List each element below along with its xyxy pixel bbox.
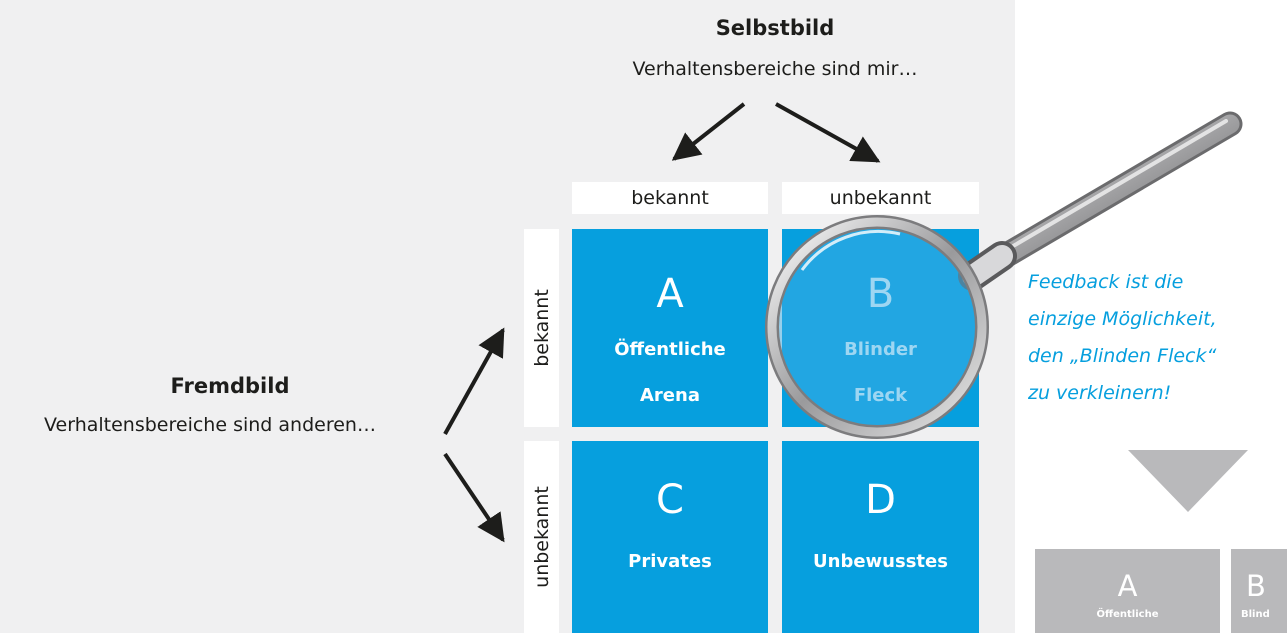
arrow-other-to-unknown: [443, 452, 505, 543]
feedback-line-1: Feedback ist die: [1028, 271, 1184, 293]
mini-quadrant-b-label: Blind: [1241, 609, 1270, 620]
quadrant-c-letter: C: [656, 477, 684, 523]
quadrant-c-label: Privates: [628, 551, 712, 572]
row-header-known: bekannt: [524, 229, 559, 427]
mini-quadrant-b: B Blind: [1231, 549, 1287, 633]
mini-quadrant-a-letter: A: [1117, 569, 1138, 603]
feedback-note: Feedback ist die einzige Möglichkeit, de…: [1028, 264, 1287, 412]
arrow-self-to-unknown: [775, 102, 881, 163]
row-header-known-label: bekannt: [530, 289, 553, 367]
quadrant-b: B Blinder Fleck: [782, 229, 979, 427]
quadrant-a-label-line2: Arena: [640, 385, 700, 406]
column-header-known: bekannt: [572, 182, 768, 214]
quadrant-c: C Privates: [572, 441, 768, 633]
row-header-unknown: unbekannt: [524, 441, 559, 633]
row-header-unknown-label: unbekannt: [530, 486, 553, 588]
feedback-line-4: zu verkleinern!: [1028, 382, 1172, 404]
quadrant-b-label-line2: Fleck: [853, 385, 908, 406]
self-image-title: Selbstbild: [715, 16, 835, 40]
arrow-other-to-known: [443, 327, 505, 435]
mini-quadrant-b-letter: B: [1246, 569, 1266, 603]
quadrant-a-label-line1: Öffentliche: [614, 339, 726, 360]
self-image-subtitle: Verhaltensbereiche sind mir…: [632, 58, 918, 80]
quadrant-d-label: Unbewusstes: [813, 551, 948, 572]
quadrant-b-letter: B: [866, 271, 895, 317]
column-header-unknown: unbekannt: [782, 182, 979, 214]
other-image-subtitle: Verhaltensbereiche sind anderen…: [44, 414, 376, 436]
other-image-title: Fremdbild: [170, 374, 290, 398]
quadrant-d-letter: D: [865, 477, 896, 523]
feedback-line-2: einzige Möglichkeit,: [1028, 308, 1217, 330]
right-panel: [1015, 0, 1287, 633]
quadrant-b-label-line1: Blinder: [844, 339, 917, 360]
mini-quadrant-a: A Öffentliche: [1035, 549, 1220, 633]
mini-quadrant-a-label: Öffentliche: [1096, 609, 1159, 620]
arrow-self-to-known: [671, 102, 746, 161]
quadrant-a-letter: A: [656, 271, 684, 317]
feedback-line-3: den „Blinden Fleck“: [1028, 345, 1217, 367]
quadrant-d: D Unbewusstes: [782, 441, 979, 633]
quadrant-a: A Öffentliche Arena: [572, 229, 768, 427]
